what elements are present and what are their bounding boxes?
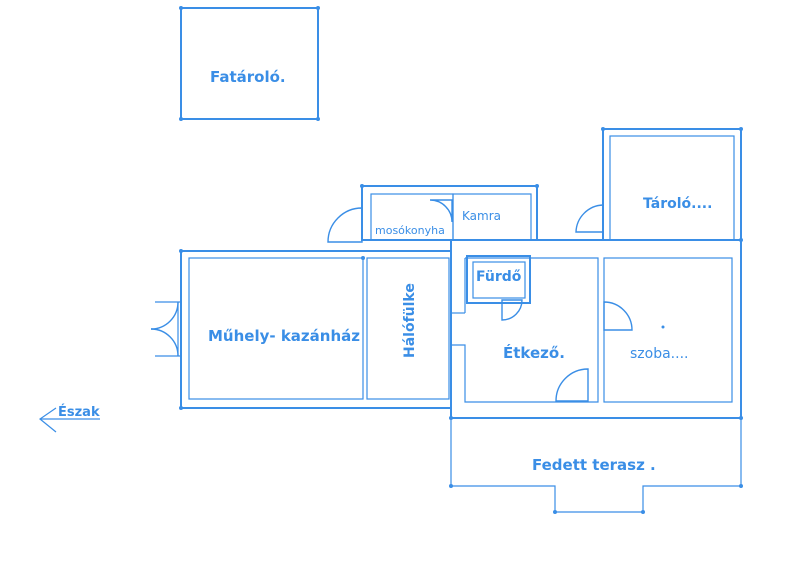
door-swing-mosokonyha [327, 207, 363, 243]
label-furdo: Fürdő [476, 269, 522, 285]
north-arrow: Észak [38, 404, 100, 433]
door-swing-entrance-top [150, 301, 179, 330]
room-taralo: Tároló.... [575, 127, 743, 241]
label-terasz: Fedett terasz . [532, 456, 656, 474]
door-swing-etkezo [555, 368, 589, 402]
label-kamra: Kamra [462, 209, 501, 223]
covered-terrace: Fedett terasz . [449, 418, 743, 514]
label-fataralo: Fatároló. [210, 68, 286, 86]
label-mosokonyha: mosókonyha [375, 224, 445, 237]
door-swing-szoba [603, 301, 633, 331]
door-swing-entrance-bottom [150, 328, 179, 357]
door-swing-taralo [575, 204, 604, 233]
main-house: Fürdő Műhely- kazánház Hálófülke Étkező.… [150, 238, 743, 420]
door-swing-furdo [501, 299, 523, 321]
label-szoba: szoba.... [630, 346, 688, 362]
label-muhely: Műhely- kazánház [208, 327, 360, 345]
door-swing-kamra [429, 199, 453, 223]
label-eszak: Észak [58, 404, 100, 420]
label-halofulke: Hálófülke [402, 283, 418, 358]
label-etkezo: Étkező. [503, 343, 565, 362]
room-mosokonyha-kamra: mosókonyha Kamra [327, 184, 539, 243]
label-taralo: Tároló.... [643, 196, 712, 212]
room-fataralo: Fatároló. [179, 6, 320, 121]
arrow-left-icon [38, 407, 57, 433]
